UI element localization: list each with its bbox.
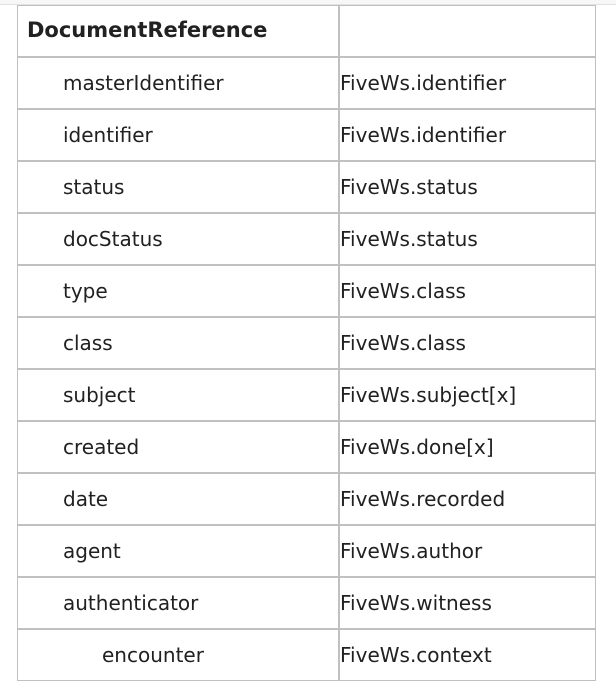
fivews-mapping-cell: FiveWs.status <box>339 213 596 265</box>
element-name-cell: masterIdentifier <box>17 57 339 109</box>
resource-name-header: DocumentReference <box>17 5 339 57</box>
element-name-cell: created <box>17 421 339 473</box>
fivews-mapping-cell: FiveWs.witness <box>339 577 596 629</box>
fivews-mapping-cell: FiveWs.subject[x] <box>339 369 596 421</box>
fivews-mapping-cell: FiveWs.context <box>339 629 596 681</box>
fivews-mapping-cell: FiveWs.identifier <box>339 57 596 109</box>
element-name-cell: status <box>17 161 339 213</box>
fivews-mapping-cell: FiveWs.class <box>339 265 596 317</box>
element-name-cell: agent <box>17 525 339 577</box>
element-name-cell: encounter <box>17 629 339 681</box>
element-name-cell: subject <box>17 369 339 421</box>
fivews-mapping-cell: FiveWs.recorded <box>339 473 596 525</box>
element-name-cell: authenticator <box>17 577 339 629</box>
element-name-cell: class <box>17 317 339 369</box>
element-name-cell: date <box>17 473 339 525</box>
table-header-row: DocumentReference <box>17 5 596 57</box>
fivews-mapping-cell: FiveWs.status <box>339 161 596 213</box>
mapping-header-empty <box>339 5 596 57</box>
fivews-mapping-cell: FiveWs.identifier <box>339 109 596 161</box>
element-name-cell: identifier <box>17 109 339 161</box>
element-name-cell: docStatus <box>17 213 339 265</box>
top-strip <box>0 0 616 5</box>
fivews-mapping-cell: FiveWs.class <box>339 317 596 369</box>
fivews-mapping-cell: FiveWs.author <box>339 525 596 577</box>
fivews-mapping-cell: FiveWs.done[x] <box>339 421 596 473</box>
element-name-cell: type <box>17 265 339 317</box>
